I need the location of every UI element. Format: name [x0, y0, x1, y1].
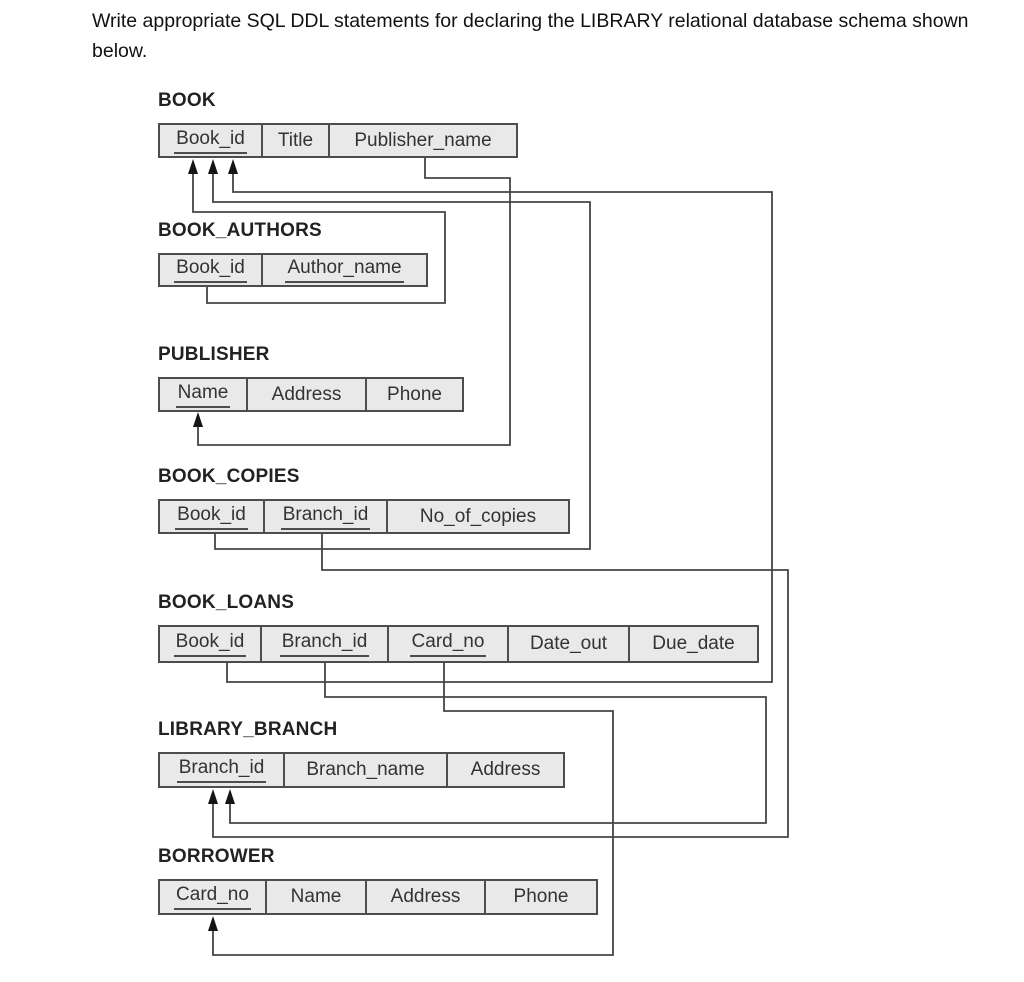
- column-label: No_of_copies: [419, 505, 537, 527]
- column-book-book_id: Book_id: [160, 125, 263, 156]
- column-borrower-card_no: Card_no: [160, 881, 267, 913]
- arrowhead-book-arrow3: [228, 159, 238, 174]
- column-label: Due_date: [652, 633, 735, 654]
- column-label: Name: [290, 886, 342, 907]
- column-label: Card_no: [409, 631, 487, 657]
- column-label: Branch_id: [176, 757, 267, 783]
- table-row-library-branch: Branch_id Branch_name Address: [158, 752, 565, 788]
- column-book-title: Title: [263, 125, 330, 156]
- arrowhead-library_branch-arrow1: [208, 789, 218, 804]
- column-borrower-name: Name: [267, 881, 367, 913]
- column-label: Address: [390, 886, 461, 907]
- table-title-book-loans: BOOK_LOANS: [158, 592, 295, 613]
- column-label: Phone: [387, 383, 442, 405]
- arrowhead-borrower-card_no: [208, 916, 218, 931]
- column-publisher-name: Name: [160, 379, 248, 410]
- column-book-copies-book_id: Book_id: [160, 501, 265, 532]
- column-label: Phone: [513, 886, 569, 907]
- column-book-loans-date_out: Date_out: [509, 627, 630, 661]
- column-publisher-address: Address: [248, 379, 367, 410]
- table-row-borrower: Card_no Name Address Phone: [158, 879, 598, 915]
- column-label: Book_id: [173, 631, 247, 657]
- table-row-book-loans: Book_id Branch_id Card_no Date_out Due_d…: [158, 625, 759, 663]
- table-row-book: Book_id Title Publisher_name: [158, 123, 518, 158]
- table-row-book-copies: Book_id Branch_id No_of_copies: [158, 499, 570, 534]
- table-title-book: BOOK: [158, 90, 216, 111]
- column-label: Address: [470, 759, 541, 780]
- column-book-loans-due_date: Due_date: [630, 627, 757, 661]
- column-label: Title: [277, 129, 314, 151]
- table-title-library-branch: LIBRARY_BRANCH: [158, 719, 338, 740]
- table-title-publisher: PUBLISHER: [158, 344, 270, 365]
- column-label: Book_id: [174, 128, 247, 154]
- arrowhead-book-arrow1: [188, 159, 198, 174]
- column-book-authors-book_id: Book_id: [160, 255, 263, 285]
- column-library-branch-address: Address: [448, 754, 563, 786]
- column-label: Branch_id: [280, 504, 371, 530]
- column-label: Author_name: [285, 257, 404, 283]
- column-label: Publisher_name: [354, 129, 492, 151]
- column-library-branch-branch_name: Branch_name: [285, 754, 448, 786]
- column-book-copies-branch_id: Branch_id: [265, 501, 388, 532]
- column-borrower-phone: Phone: [486, 881, 596, 913]
- column-book-loans-book_id: Book_id: [160, 627, 262, 661]
- table-row-publisher: Name Address Phone: [158, 377, 464, 412]
- column-label: Branch_id: [279, 631, 370, 657]
- column-label: Branch_name: [306, 759, 425, 780]
- column-label: Address: [271, 383, 342, 405]
- arrowhead-publisher-name: [193, 412, 203, 427]
- column-borrower-address: Address: [367, 881, 486, 913]
- column-publisher-phone: Phone: [367, 379, 462, 410]
- fk-wire-book_loans-to-library_branch: [229, 663, 767, 824]
- arrowhead-book-arrow2: [208, 159, 218, 174]
- fk-wire-book_loans-to-book: [226, 172, 773, 683]
- column-label: Book_id: [175, 504, 248, 530]
- table-title-book-authors: BOOK_AUTHORS: [158, 220, 322, 241]
- fk-wire-book_copies-to-library_branch: [212, 534, 789, 838]
- column-label: Book_id: [174, 257, 247, 283]
- column-library-branch-branch_id: Branch_id: [160, 754, 285, 786]
- column-book-copies-no_of_copies: No_of_copies: [388, 501, 568, 532]
- column-book-authors-author_name: Author_name: [263, 255, 426, 285]
- table-row-book-authors: Book_id Author_name: [158, 253, 428, 287]
- column-book-publisher_name: Publisher_name: [330, 125, 516, 156]
- table-title-borrower: BORROWER: [158, 846, 275, 867]
- table-title-book-copies: BOOK_COPIES: [158, 466, 300, 487]
- column-label: Date_out: [529, 633, 608, 654]
- column-label: Card_no: [174, 884, 251, 910]
- column-label: Name: [175, 382, 231, 408]
- column-book-loans-card_no: Card_no: [389, 627, 509, 661]
- exercise-prompt: Write appropriate SQL DDL statements for…: [92, 10, 969, 62]
- column-book-loans-branch_id: Branch_id: [262, 627, 389, 661]
- arrowhead-library_branch-arrow2: [225, 789, 235, 804]
